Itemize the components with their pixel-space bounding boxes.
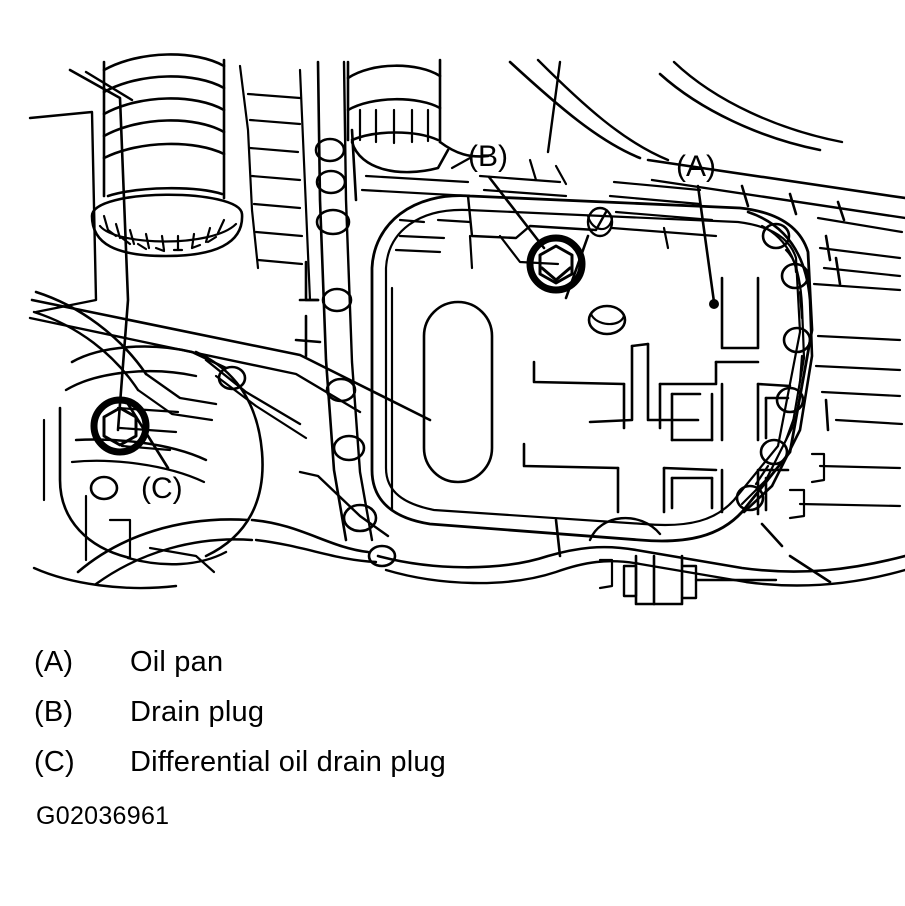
upper-right-structure — [508, 58, 905, 584]
legend-key-c: (C) — [34, 746, 75, 778]
legend-label-a: Oil pan — [130, 646, 224, 678]
upper-rib-hatching — [360, 156, 718, 254]
right-flange-bolt-holes — [735, 210, 814, 514]
leader-lines — [126, 175, 719, 470]
hose-tube — [32, 290, 218, 422]
oil-pan-body — [370, 194, 814, 543]
callout-label-b: (B) — [468, 140, 508, 173]
filler-neck-component — [346, 58, 490, 174]
block-step-face — [238, 64, 312, 302]
lower-contours — [76, 470, 905, 606]
legend-item-c: (C) Differential oil drain plug — [34, 746, 446, 779]
leader-line-b — [487, 175, 546, 250]
oil-pan-boss — [587, 304, 627, 336]
leader-line-boss — [564, 234, 590, 300]
left-flange-bolt-column — [294, 60, 397, 568]
differential-oil-drain-plug — [90, 396, 150, 456]
legend-label-c: Differential oil drain plug — [130, 746, 446, 778]
callout-label-a: (A) — [676, 150, 716, 183]
figure-id-code: G02036961 — [36, 802, 170, 830]
leader-dot-a — [709, 299, 719, 309]
callout-label-c: (C) — [141, 472, 183, 505]
legend-key-a: (A) — [34, 646, 74, 678]
oil-pan-left-recess — [390, 286, 494, 512]
drain-plug — [526, 234, 586, 294]
differential-housing — [32, 345, 308, 590]
small-boss-upper — [586, 206, 614, 238]
legend-item-b: (B) Drain plug — [34, 696, 264, 729]
leader-line-c — [126, 402, 170, 470]
legend-item-a: (A) Oil pan — [34, 646, 223, 679]
oil-pan-illustration: (A) (B) (C) — [28, 53, 905, 606]
ribbed-cylinder-component — [90, 53, 244, 258]
legend-key-b: (B) — [34, 696, 74, 728]
legend-label-b: Drain plug — [130, 696, 265, 728]
legend: (A) Oil pan (B) Drain plug (C) Different… — [0, 638, 905, 838]
leader-line-a — [696, 184, 716, 304]
